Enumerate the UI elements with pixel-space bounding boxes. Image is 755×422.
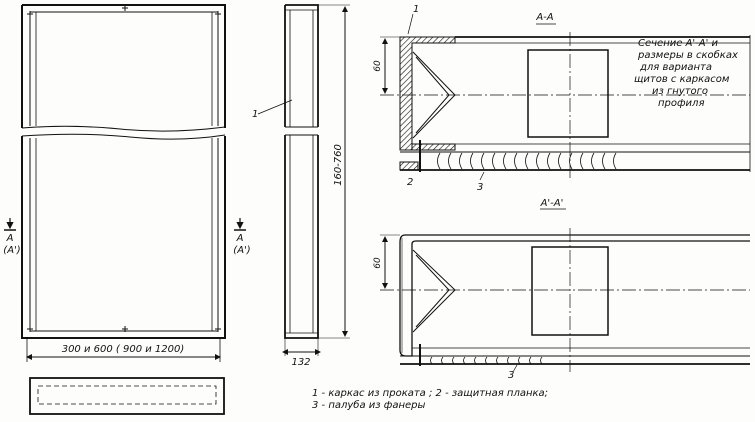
legend-line-1: 1 - каркас из проката ; 2 - защитная пла…: [312, 388, 549, 399]
section-a-a-title: A-A: [535, 12, 553, 23]
section-mark-right-letter: A: [236, 233, 244, 244]
thickness-dimension-label: 132: [291, 357, 310, 368]
bottom-view: [29, 377, 225, 415]
section-note: Сечение A'-A' и размеры в скобках для ва…: [634, 38, 738, 110]
note-line: Сечение A'-A' и: [638, 38, 719, 49]
section-mark-left-alt: (A'): [3, 245, 20, 256]
section-a-prime-dimension: 60: [373, 257, 383, 269]
side-view: [257, 4, 350, 356]
section-a-a-dimension: 60: [373, 60, 383, 72]
section-mark-left-letter: A: [6, 233, 14, 244]
width-dimension-label: 300 и 600 ( 900 и 1200): [62, 344, 185, 355]
section-a-prime: [380, 208, 750, 373]
note-line: щитов с каркасом: [634, 74, 730, 85]
section-a-callout-2: 2: [407, 177, 413, 188]
note-line: размеры в скобках: [638, 50, 738, 61]
section-a-a: [380, 13, 751, 181]
note-line: из гнутого: [652, 86, 709, 97]
legend: 1 - каркас из проката ; 2 - защитная пла…: [312, 388, 548, 412]
note-line: профиля: [658, 98, 705, 109]
note-line: для варианта: [640, 62, 712, 73]
section-a-callout-1: 1: [413, 4, 419, 15]
front-view: [4, 4, 246, 362]
section-a-prime-callout-3: 3: [508, 370, 514, 381]
section-a-prime-title: A'-A': [540, 198, 564, 209]
side-callout-1: 1: [252, 109, 258, 120]
legend-line-2: 3 - палуба из фанеры: [312, 400, 426, 411]
section-mark-right-alt: (A'): [233, 245, 250, 256]
section-a-callout-3: 3: [477, 182, 483, 193]
height-dimension-label: 160-760: [333, 144, 344, 186]
